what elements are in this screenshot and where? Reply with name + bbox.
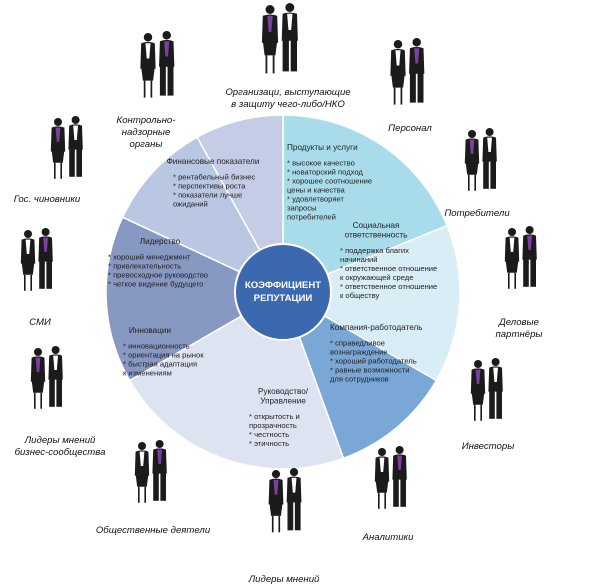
stakeholder-label-5: Аналитики bbox=[362, 532, 415, 543]
person-icon bbox=[281, 3, 298, 72]
stakeholder-label-8: Лидеры мнений bbox=[24, 435, 96, 446]
segment-0-item: * удовлетворяет bbox=[287, 195, 344, 204]
person-icon bbox=[48, 346, 63, 407]
person-icon bbox=[470, 360, 486, 421]
segment-3-item: прозрачность bbox=[249, 421, 297, 430]
person-icon bbox=[30, 348, 46, 409]
segment-1-item: * ответственное отношение bbox=[340, 282, 437, 291]
segment-5-title: Лидерство bbox=[140, 237, 181, 246]
person-icon bbox=[159, 31, 175, 96]
person-icon bbox=[134, 442, 150, 503]
person-icon bbox=[38, 228, 53, 289]
segment-1-item: * ответственное отношение bbox=[340, 264, 437, 273]
segment-6-title: Финансовые показатели bbox=[167, 157, 260, 166]
segment-2-item: * равные возможности bbox=[330, 366, 409, 375]
stakeholder-label-0: Организаци, выступающие bbox=[225, 87, 350, 98]
stakeholder-label-3: партнёры bbox=[496, 329, 543, 340]
stakeholder-figures bbox=[20, 3, 537, 533]
segment-2-item: * хороший работодатель bbox=[330, 357, 417, 366]
segment-6-item: * показатели лучше bbox=[173, 191, 242, 200]
segment-4-item: * ориентация на рынок bbox=[123, 351, 204, 360]
segment-0-item: * высокое качество bbox=[287, 159, 355, 168]
segment-4-item: * инновационность bbox=[123, 342, 190, 351]
person-icon bbox=[522, 226, 537, 287]
segment-4-item: к изменениям bbox=[123, 369, 172, 378]
center-circle-shape bbox=[234, 243, 332, 341]
stakeholder-label-11: надзорные bbox=[122, 127, 171, 138]
segment-0-item: цены и качества bbox=[287, 186, 346, 195]
segment-2-item: вознаграждение bbox=[330, 348, 388, 357]
segment-1-title: Социальная bbox=[353, 221, 400, 230]
segment-0-item: * новаторский подход bbox=[287, 168, 363, 177]
segment-2-item: * справедливое bbox=[330, 339, 385, 348]
segment-1-title: ответственность bbox=[345, 231, 408, 240]
center-circle: КОЭФФИЦИЕНТ РЕПУТАЦИИ bbox=[234, 243, 332, 341]
segment-6-item: ожиданий bbox=[173, 200, 208, 209]
segment-1-item: к обществу bbox=[340, 291, 380, 300]
stakeholder-label-11: органы bbox=[130, 139, 163, 150]
wheel-segment-2 bbox=[281, 290, 438, 460]
center-title-line2: РЕПУТАЦИИ bbox=[254, 293, 313, 304]
segment-1-item: * поддержка благих bbox=[340, 246, 409, 255]
person-icon bbox=[140, 33, 156, 98]
stakeholder-label-0: в защиту чего-либо/НКО bbox=[231, 99, 345, 110]
wheel-segment-1 bbox=[281, 224, 461, 382]
segment-6-item: * рентабельный бизнес bbox=[173, 173, 255, 182]
stakeholder-label-10: Гос. чиновники bbox=[14, 194, 81, 205]
stakeholder-label-8: бизнес-сообщества bbox=[15, 447, 106, 458]
wheel-segment-5 bbox=[121, 136, 285, 294]
segment-3-title: Управление bbox=[260, 397, 306, 406]
wheel-segment-4 bbox=[105, 216, 285, 382]
segment-0-item: запросы bbox=[287, 204, 317, 213]
stakeholder-label-6: Лидеры мнений bbox=[248, 574, 320, 585]
person-icon bbox=[482, 128, 497, 189]
person-icon bbox=[464, 130, 480, 191]
segment-6-item: * перспективы роста bbox=[173, 182, 246, 191]
center-title-line1: КОЭФФИЦИЕНТ bbox=[245, 280, 321, 291]
segment-0-title: Продукты и услуги bbox=[287, 143, 358, 152]
segment-5-item: * четкое видение будущего bbox=[108, 280, 203, 289]
segment-3-item: * этичность bbox=[249, 439, 289, 448]
person-icon bbox=[392, 446, 407, 507]
segment-3-item: * открытость и bbox=[249, 412, 300, 421]
segment-2-title: Компания-работодатель bbox=[330, 323, 423, 332]
person-icon bbox=[390, 40, 406, 105]
segment-texts: Продукты и услуги * высокое качество* нов… bbox=[108, 143, 437, 448]
stakeholder-label-4: Инвесторы bbox=[462, 441, 515, 452]
stakeholder-label-7: Общественные деятели bbox=[96, 525, 211, 536]
segment-1-item: начинаний bbox=[340, 255, 378, 264]
person-icon bbox=[374, 448, 390, 509]
segment-0-item: * хорошее соотношение bbox=[287, 177, 372, 186]
person-icon bbox=[68, 116, 83, 177]
stakeholder-label-11: Контрольно- bbox=[117, 115, 176, 126]
segment-0-item: потребителей bbox=[287, 213, 336, 222]
person-icon bbox=[488, 358, 503, 419]
segment-5-item: * хороший менеджмент bbox=[108, 253, 191, 262]
person-icon bbox=[286, 468, 302, 531]
wheel-segment-6 bbox=[196, 114, 284, 295]
segment-3-title: Руководство/ bbox=[258, 387, 309, 396]
segment-4-item: * быстрая адаптация bbox=[123, 360, 197, 369]
person-icon bbox=[409, 38, 425, 103]
segment-1-item: к окружающей среде bbox=[340, 273, 413, 282]
person-icon bbox=[504, 228, 520, 289]
stakeholder-label-1: Персонал bbox=[388, 123, 432, 134]
person-icon bbox=[50, 118, 66, 179]
segment-4-title: Инновации bbox=[129, 326, 171, 335]
segment-2-item: для сотрудников bbox=[330, 375, 389, 384]
segment-3-item: * честность bbox=[249, 430, 289, 439]
wheel-segment-0 bbox=[282, 114, 449, 294]
segment-5-item: * привлекательность bbox=[108, 262, 181, 271]
person-icon bbox=[152, 440, 167, 501]
person-icon bbox=[268, 470, 284, 533]
segment-5-item: * превосходное руководство bbox=[108, 271, 208, 280]
person-icon bbox=[261, 5, 279, 74]
person-icon bbox=[20, 230, 36, 291]
stakeholder-label-3: Деловые bbox=[498, 317, 539, 328]
stakeholder-label-9: СМИ bbox=[29, 317, 51, 328]
stakeholder-label-2: Потребители bbox=[444, 208, 510, 219]
